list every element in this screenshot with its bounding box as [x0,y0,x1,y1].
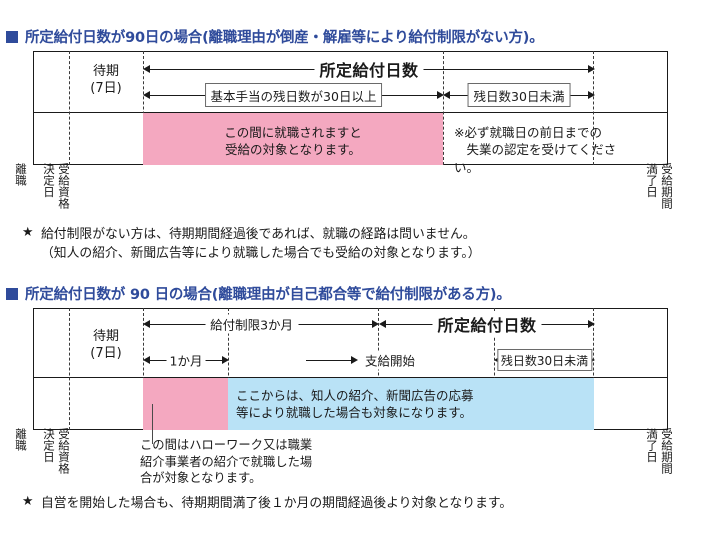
heading-square-icon [6,30,18,43]
diagram2-arrow-sub-right: 残日数30日未満 [494,349,595,371]
diagram1-arrow-sub-right-label: 残日数30日未満 [467,83,571,107]
diagram2-guide-rishoku [69,308,70,430]
diagram1-guide-shikaku [143,51,144,165]
diagram2-frame: 待期 (7日) 給付制限3か月 所定給付日数 1か月 支給開始 残日数30日未満… [33,308,668,430]
diagram2-callout-leader [152,404,153,444]
diagram2-axis-label-jukyukikan: 受給期間 [659,428,674,474]
axis-label-text: 受給資格 [56,428,71,474]
diagram2-axis-label-ketteibi: 決定日 [41,428,56,463]
diagram2-arrow-payment-start-label: 支給開始 [360,350,421,370]
diagram2-guide-manryo [593,308,594,430]
section2-note-text: 自営を開始した場合も、待期期間満了後１か月の期間経過後より対象となります。 [41,496,513,511]
diagram2-arrow-restriction: 給付制限3か月 [143,314,379,334]
diagram1-guide-manryo [593,51,594,165]
arrow-head-right-icon [437,91,444,99]
diagram1-axis-label-manryobi: 満了日 [644,163,659,198]
diagram2-blue-band [228,378,594,430]
diagram2-divider [34,377,667,378]
arrow-head-left-icon [143,320,150,328]
diagram1-arrow-main-label: 所定給付日数 [314,57,424,81]
diagram1-arrow-sub-left-label: 基本手当の残日数が30日以上 [204,83,383,107]
diagram1-guide-30days [443,51,444,165]
arrow-head-left-icon [443,91,450,99]
section2-note-star: ★ [22,494,34,509]
diagram1-pink-band [143,113,443,165]
axis-label-text: 満了日 [644,163,659,198]
diagram2-axis-label-rishoku: 離職 [13,428,28,451]
section1-heading: 所定給付日数が90日の場合(離職理由が倒産・解雇等により給付制限がない方)。 [6,26,544,47]
section1-note-star: ★ [22,225,34,240]
diagram2-arrow-sub-right-label: 残日数30日未満 [496,349,593,371]
diagram1-pink-band-text: この間に就職されますと 受給の対象となります。 [224,125,362,158]
diagram2-arrow-one-month-label: 1か月 [166,350,206,370]
axis-label-text: 受給資格 [56,163,71,209]
diagram1-axis-label-rishoku: 離職 [13,163,28,186]
diagram2-blue-band-text: ここからは、知人の紹介、新聞広告の応募 等により就職した場合も対象になります。 [236,388,474,421]
arrow-line [306,360,353,361]
diagram1-axis-left: 離職 [13,163,28,186]
section2-heading-text: 所定給付日数が 90 日の場合(離職理由が自己都合等で給付制限がある方)。 [25,287,511,303]
diagram2-arrow-payment-start [306,351,358,369]
diagram2-callout-text: この間はハローワーク又は職業 紹介事業者の紹介で就職した場 合が対象となります。 [140,438,313,486]
arrow-head-right-icon [351,356,358,364]
vchar: 離職 [13,163,28,186]
diagram2-arrow-one-month: 1か月 [143,350,229,370]
diagram1-divider [34,112,667,113]
diagram1-axis-label-shikaku: 受給資格 [56,163,71,209]
diagram2-arrow-main: 所定給付日数 [379,312,595,336]
diagram1-frame: 待期 (7日) 所定給付日数 基本手当の残日数が30日以上 残日数30日未満 こ… [33,51,668,175]
arrow-head-right-icon [588,91,595,99]
heading-square-icon [6,287,18,300]
arrow-head-left-icon [143,91,150,99]
diagram2-pink-band [143,378,228,430]
diagram2-waiting-period-label: 待期 (7日) [90,329,122,361]
diagram1-guide-rishoku [69,51,70,165]
diagram1-waiting-period-label: 待期 (7日) [90,64,122,96]
arrow-head-right-icon [222,356,229,364]
axis-label-text: 満了日 [644,428,659,463]
axis-label-text: 決定日 [41,163,56,198]
diagram2-guide-30days [494,308,495,430]
axis-label-text: 決定日 [41,428,56,463]
arrow-head-left-icon [143,356,150,364]
diagram2-guide-shikaku [143,308,144,430]
diagram2-guide-onemonth [228,308,229,430]
arrow-head-right-icon [588,320,595,328]
arrow-head-right-icon [372,320,379,328]
diagram1-arrow-main: 所定給付日数 [143,57,595,81]
diagram1-axis-label-jukyukikan: 受給期間 [659,163,674,209]
axis-label-text: 離職 [13,428,28,451]
axis-label-text: 受給期間 [659,163,674,209]
section1-note-text: 給付制限がない方は、待期期間経過後であれば、就職の経路は問いません。 （知人の紹… [41,227,481,262]
arrow-head-left-icon [143,65,150,73]
diagram1-axis-label-ketteibi: 決定日 [41,163,56,198]
diagram1-arrow-sub-right: 残日数30日未満 [443,83,595,107]
diagram2-arrow-restriction-label: 給付制限3か月 [205,314,299,334]
arrow-head-right-icon [588,65,595,73]
arrow-head-left-icon [379,320,386,328]
axis-label-text: 受給期間 [659,428,674,474]
diagram2-axis-label-manryobi: 満了日 [644,428,659,463]
section2-heading: 所定給付日数が 90 日の場合(離職理由が自己都合等で給付制限がある方)。 [6,283,511,304]
diagram1-note-text: ※必ず就職日の前日までの 失業の認定を受けてください。 [454,125,617,175]
diagram2-axis-label-shikaku: 受給資格 [56,428,71,474]
section1-heading-text: 所定給付日数が90日の場合(離職理由が倒産・解雇等により給付制限がない方)。 [25,30,544,46]
diagram2-arrow-main-label: 所定給付日数 [432,312,542,336]
diagram1-arrow-sub-left: 基本手当の残日数が30日以上 [143,83,444,107]
